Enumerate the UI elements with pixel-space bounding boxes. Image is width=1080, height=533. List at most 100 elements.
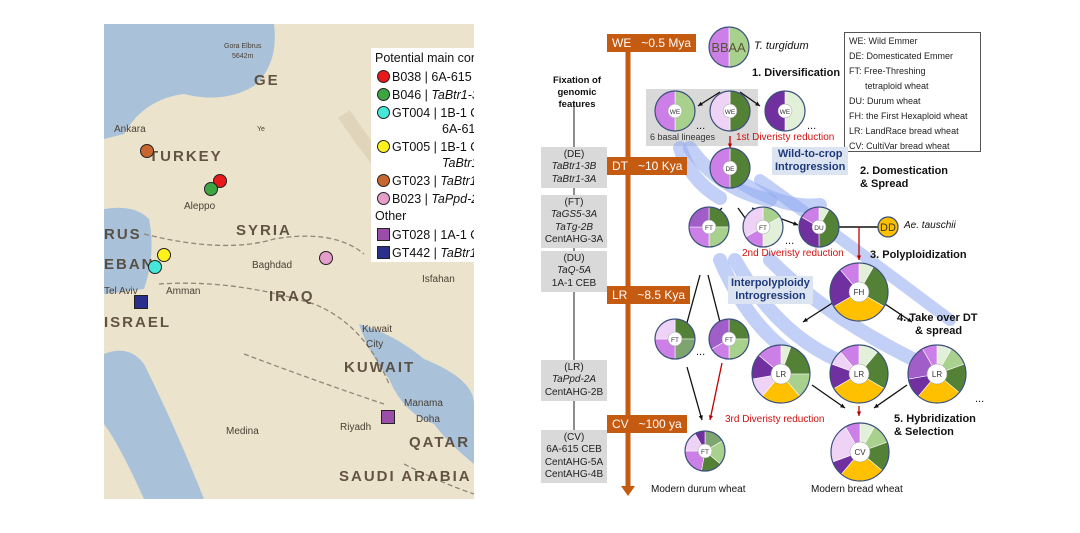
circle-marker-icon bbox=[377, 106, 390, 119]
city-label: Riyadh bbox=[340, 422, 372, 433]
city-label: Amman bbox=[166, 286, 201, 297]
modern-bread-label: Modern bread wheat bbox=[811, 484, 903, 495]
diversity-reduction-1: 1st Diveristy reduction bbox=[736, 132, 835, 143]
pie-outline bbox=[829, 262, 889, 322]
feature-stage: (CV) bbox=[563, 432, 585, 443]
pie-outline bbox=[688, 206, 730, 248]
arrow-head bbox=[793, 221, 798, 226]
ellipsis: ... bbox=[696, 346, 706, 358]
basal-lineages-label: 6 basal lineages bbox=[650, 132, 716, 142]
pie-center bbox=[849, 441, 871, 463]
ellipsis: ... bbox=[785, 235, 795, 247]
pie-cv: CV bbox=[830, 422, 890, 482]
red-arrow-head bbox=[708, 415, 714, 420]
pie-lr2: LR bbox=[829, 344, 889, 404]
circle-marker-icon bbox=[377, 88, 390, 101]
sample-marker-7[interactable] bbox=[134, 295, 148, 309]
legend-text-part: TaBtr1-3A bbox=[431, 88, 474, 102]
feature-item: TaTg-2B bbox=[555, 221, 593, 233]
pie-outline bbox=[708, 26, 750, 68]
pie-center bbox=[770, 363, 792, 385]
pie-outline bbox=[709, 90, 751, 132]
pie-outline bbox=[742, 206, 784, 248]
legend-text-part: B046 | bbox=[392, 88, 432, 102]
legend-entry-text: GT028 | 1A-1 CEB,TaQ-5A bbox=[392, 227, 474, 243]
square-marker-icon bbox=[377, 228, 390, 241]
country-label: GE bbox=[254, 72, 280, 89]
ellipsis: ... bbox=[696, 120, 706, 132]
city-label: Ankara bbox=[114, 124, 146, 135]
pie-center bbox=[667, 331, 683, 347]
ellipsis: ... bbox=[807, 120, 817, 132]
pie-outline bbox=[907, 344, 967, 404]
introgression-label-line: Interpolyploidy bbox=[731, 277, 810, 289]
pie-dd: DD bbox=[877, 216, 899, 238]
step-2-label: 2. Domestication bbox=[860, 165, 949, 177]
turgidum-label: T. turgidum bbox=[754, 40, 809, 52]
pie-label: LR bbox=[854, 370, 864, 379]
pie-we2: WE bbox=[709, 90, 751, 132]
arrow-head bbox=[874, 403, 879, 408]
sample-marker-5[interactable] bbox=[319, 251, 333, 265]
red-arrow bbox=[709, 362, 723, 421]
pie-outline bbox=[877, 216, 899, 238]
sample-marker-6[interactable] bbox=[381, 410, 395, 424]
pie-label: FT bbox=[705, 225, 713, 232]
abbreviation-item: FH: the First Hexaploid wheat bbox=[849, 111, 968, 121]
feature-stage: (DU) bbox=[563, 253, 585, 264]
map-background bbox=[104, 24, 474, 499]
arrow-head bbox=[755, 101, 760, 106]
sample-marker-3[interactable] bbox=[157, 248, 171, 262]
circle-marker-icon bbox=[377, 140, 390, 153]
sample-marker-4[interactable] bbox=[140, 144, 154, 158]
period-code: CV bbox=[612, 417, 629, 431]
feature-stage: (DE) bbox=[563, 149, 585, 160]
city-label: Manama bbox=[404, 398, 443, 409]
arrow-head bbox=[698, 415, 703, 420]
legend-text-part: GT028 | 1A-1 CEB, bbox=[392, 228, 474, 242]
legend-entry-text: GT005 | 1B-1 CEB,TaBtr1-3A,TaBtr1-3B,TaT… bbox=[392, 139, 474, 171]
step-3-label: 3. Polyploidization bbox=[870, 249, 967, 261]
pie-outline bbox=[708, 318, 750, 360]
period-time: ~8.5 Kya bbox=[637, 288, 686, 302]
sample-marker-1[interactable] bbox=[204, 182, 218, 196]
pie-center bbox=[722, 160, 738, 176]
period-lr: LR ~8.5 Kya bbox=[607, 286, 691, 304]
abbreviation-item: FT: Free-Threshing bbox=[849, 66, 926, 76]
period-time: ~0.5 Mya bbox=[641, 36, 692, 50]
red-arrow-head bbox=[856, 411, 862, 416]
legend-text-part: 6A-615 CEB bbox=[442, 122, 474, 136]
legend-text-part: GT442 | bbox=[392, 246, 441, 260]
city-label: Medina bbox=[226, 426, 259, 437]
legend-entry-text: B046 | TaBtr1-3A,1B-1 CEB bbox=[392, 87, 474, 103]
arrow bbox=[802, 301, 835, 323]
pie-label: FT bbox=[701, 449, 709, 456]
legend-text-part: B023 | bbox=[392, 192, 432, 206]
pie-du: DU bbox=[798, 206, 840, 248]
legend-entry-text: GT023 | TaBtr1-3A bbox=[392, 173, 474, 189]
period-code: LR bbox=[612, 288, 628, 302]
arrow bbox=[873, 384, 908, 409]
legend-text-part: GT004 | 1B-1 CEB, bbox=[392, 106, 474, 120]
pie-ft3: FT bbox=[654, 318, 696, 360]
legend-entry-text: B038 | 6A-615 CEB bbox=[392, 69, 474, 85]
border-lines bbox=[143, 233, 474, 495]
sample-marker-2[interactable] bbox=[148, 260, 162, 274]
abbreviation-item: CV: CultiVar bread wheat bbox=[849, 141, 950, 151]
introgression-arrow bbox=[763, 253, 932, 372]
legend-entry-text: GT004 | 1B-1 CEB,TaBtr1-3B,6A-615 CEB bbox=[392, 105, 474, 137]
pie-label: FT bbox=[671, 337, 679, 344]
pie-outline bbox=[709, 147, 751, 189]
arrow bbox=[811, 384, 846, 409]
pie-label: FH bbox=[854, 288, 865, 297]
ellipsis: ... bbox=[975, 393, 985, 405]
pie-label: DD bbox=[880, 222, 896, 234]
city-label: 5642m bbox=[232, 53, 254, 60]
country-label: QATAR bbox=[409, 434, 471, 451]
